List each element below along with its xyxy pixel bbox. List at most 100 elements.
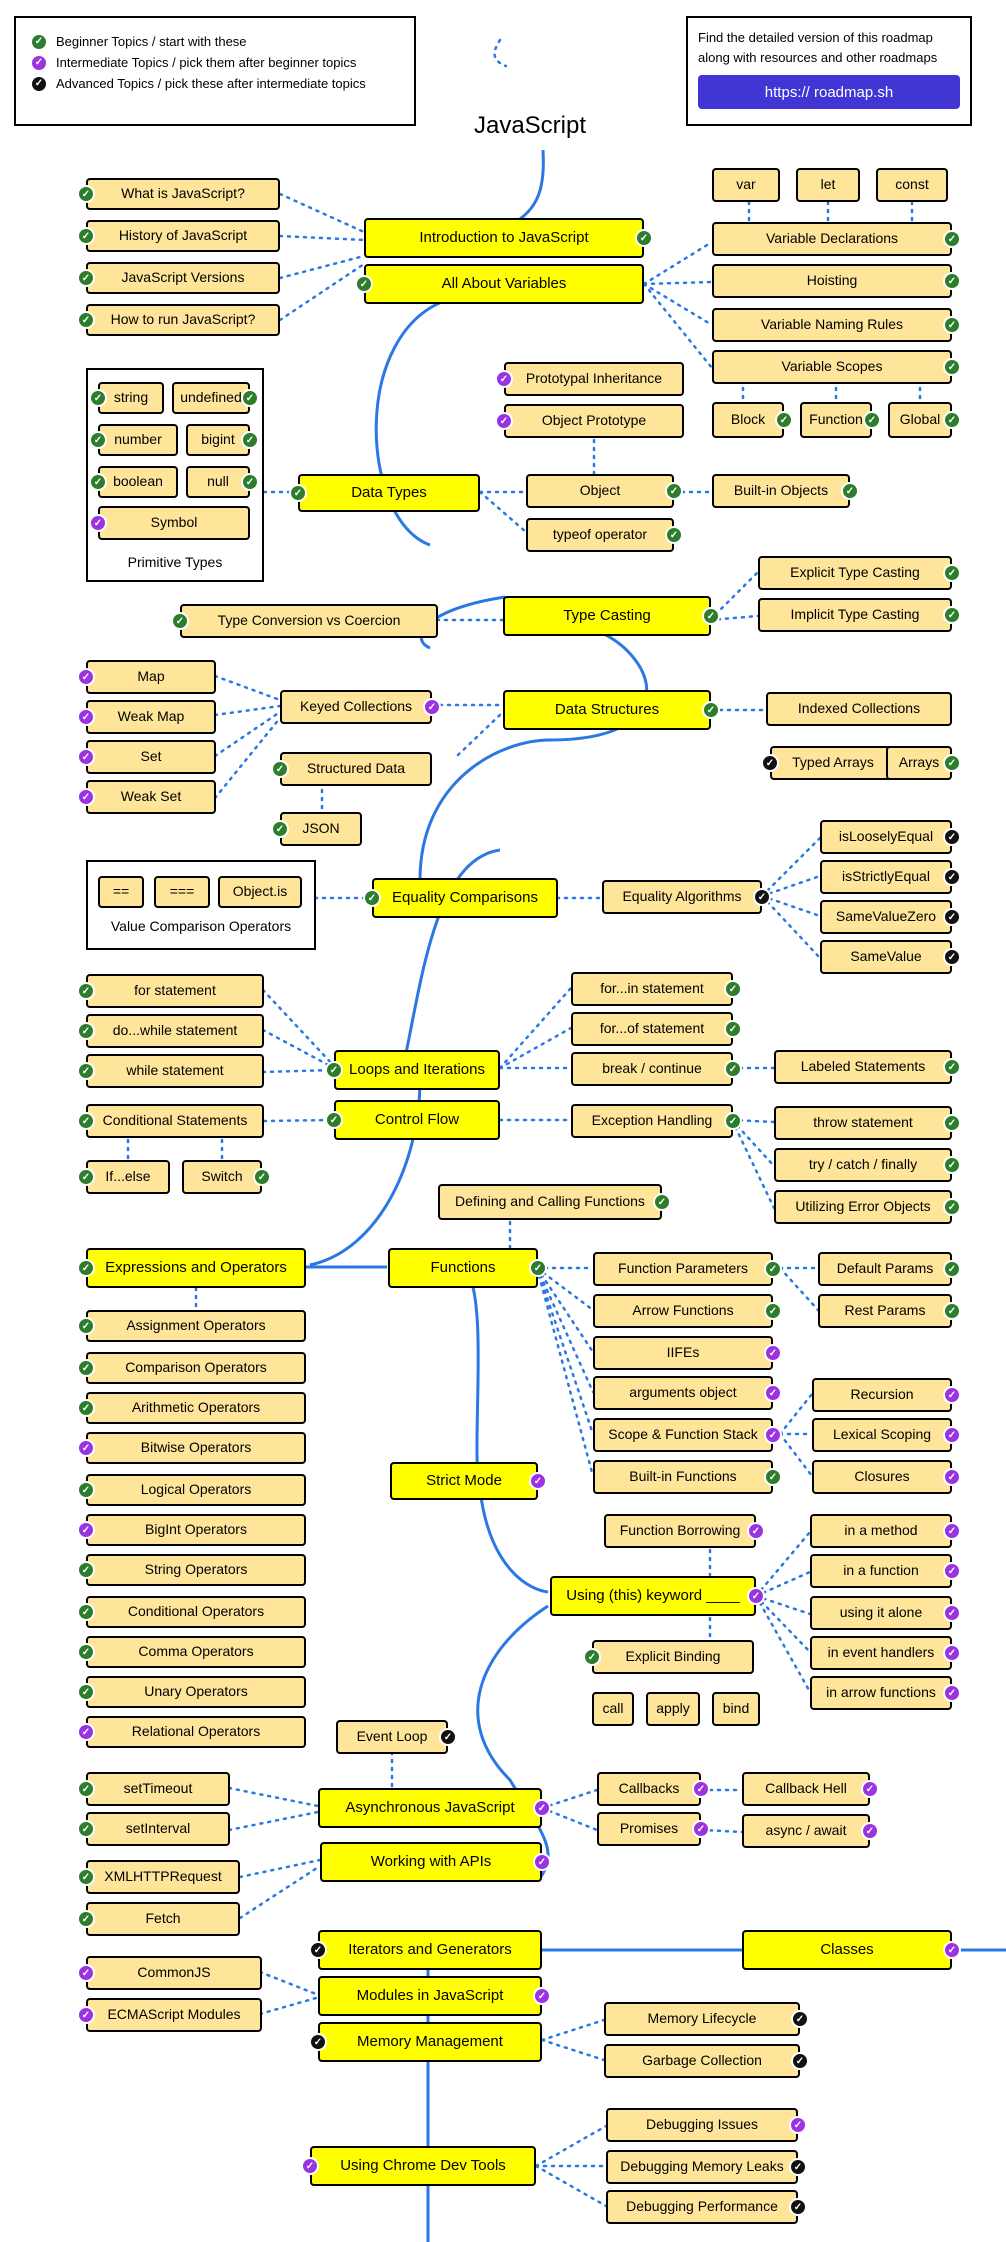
topic-builtin-functions[interactable]: Built-in Functions	[593, 1460, 773, 1494]
topic-for-of[interactable]: for...of statement	[571, 1012, 733, 1046]
topic-modules[interactable]: Modules in JavaScript	[318, 1976, 542, 2016]
topic-let[interactable]: let	[796, 168, 860, 202]
topic-break-continue[interactable]: break / continue	[571, 1052, 733, 1086]
topic-structured-data[interactable]: Structured Data	[280, 752, 432, 786]
topic-in-method[interactable]: in a method	[810, 1514, 952, 1548]
topic-defining-functions[interactable]: Defining and Calling Functions	[438, 1184, 662, 1220]
topic-callbacks[interactable]: Callbacks	[597, 1772, 701, 1806]
topic-ecmascript-modules[interactable]: ECMAScript Modules	[86, 1998, 262, 2032]
topic-event-loop[interactable]: Event Loop	[336, 1720, 448, 1754]
topic-undefined[interactable]: undefined	[172, 382, 250, 414]
topic-var-scopes[interactable]: Variable Scopes	[712, 350, 952, 384]
topic-comma-ops[interactable]: Comma Operators	[86, 1636, 306, 1668]
roadmap-link-button[interactable]: https:// roadmap.sh	[698, 75, 960, 109]
topic-for-statement[interactable]: for statement	[86, 974, 264, 1008]
topic-for-in[interactable]: for...in statement	[571, 972, 733, 1006]
topic-try-catch[interactable]: try / catch / finally	[774, 1148, 952, 1182]
topic-arrays[interactable]: Arrays	[886, 746, 952, 780]
topic-var[interactable]: var	[712, 168, 780, 202]
topic-json[interactable]: JSON	[280, 812, 362, 846]
topic-debugging-memory-leaks[interactable]: Debugging Memory Leaks	[606, 2150, 798, 2184]
topic-explicit-casting[interactable]: Explicit Type Casting	[758, 556, 952, 590]
topic-js-versions[interactable]: JavaScript Versions	[86, 262, 280, 294]
topic-control-flow[interactable]: Control Flow	[334, 1100, 500, 1140]
topic-relational-ops[interactable]: Relational Operators	[86, 1716, 306, 1748]
topic-exception-handling[interactable]: Exception Handling	[571, 1104, 733, 1138]
topic-eq-op2[interactable]: ===	[154, 876, 210, 908]
topic-iterators-generators[interactable]: Iterators and Generators	[318, 1930, 542, 1970]
topic-event-handlers[interactable]: in event handlers	[810, 1636, 952, 1670]
topic-default-params[interactable]: Default Params	[818, 1252, 952, 1286]
topic-assignment-ops[interactable]: Assignment Operators	[86, 1310, 306, 1342]
topic-promises[interactable]: Promises	[597, 1812, 701, 1846]
topic-object-prototype[interactable]: Object Prototype	[504, 404, 684, 438]
topic-how-to-run[interactable]: How to run JavaScript?	[86, 304, 280, 336]
topic-data-structures[interactable]: Data Structures	[503, 690, 711, 730]
topic-indexed-collections[interactable]: Indexed Collections	[766, 692, 952, 726]
topic-loops[interactable]: Loops and Iterations	[334, 1050, 500, 1090]
topic-number[interactable]: number	[98, 424, 178, 456]
topic-iifes[interactable]: IIFEs	[593, 1336, 773, 1370]
topic-arrow-functions[interactable]: Arrow Functions	[593, 1294, 773, 1328]
topic-block[interactable]: Block	[712, 402, 784, 438]
topic-async-js[interactable]: Asynchronous JavaScript	[318, 1788, 542, 1828]
topic-while-statement[interactable]: while statement	[86, 1054, 264, 1088]
topic-arrow-this[interactable]: in arrow functions	[810, 1676, 952, 1710]
topic-arguments-object[interactable]: arguments object	[593, 1376, 773, 1410]
topic-bigint[interactable]: bigint	[186, 424, 250, 456]
topic-is-strictly-equal[interactable]: isStrictlyEqual	[820, 860, 952, 894]
topic-null[interactable]: null	[186, 466, 250, 498]
topic-implicit-casting[interactable]: Implicit Type Casting	[758, 598, 952, 632]
topic-if-else[interactable]: If...else	[86, 1160, 170, 1194]
topic-lexical-scoping[interactable]: Lexical Scoping	[812, 1418, 952, 1452]
topic-global[interactable]: Global	[888, 402, 952, 438]
topic-bigint-ops[interactable]: BigInt Operators	[86, 1514, 306, 1546]
topic-data-types[interactable]: Data Types	[298, 474, 480, 512]
topic-variables[interactable]: All About Variables	[364, 264, 644, 304]
topic-weak-map[interactable]: Weak Map	[86, 700, 216, 734]
topic-explicit-binding[interactable]: Explicit Binding	[592, 1640, 754, 1674]
topic-builtin-objects[interactable]: Built-in Objects	[712, 474, 850, 508]
topic-keyed-collections[interactable]: Keyed Collections	[280, 690, 432, 724]
topic-type-casting[interactable]: Type Casting	[503, 596, 711, 636]
topic-set-timeout[interactable]: setTimeout	[86, 1772, 230, 1806]
topic-function-parameters[interactable]: Function Parameters	[593, 1252, 773, 1286]
topic-arithmetic-ops[interactable]: Arithmetic Operators	[86, 1392, 306, 1424]
topic-string-ops[interactable]: String Operators	[86, 1554, 306, 1586]
topic-var-naming[interactable]: Variable Naming Rules	[712, 308, 952, 342]
topic-xhr[interactable]: XMLHTTPRequest	[86, 1860, 240, 1894]
topic-function-borrowing[interactable]: Function Borrowing	[604, 1514, 756, 1548]
topic-commonjs[interactable]: CommonJS	[86, 1956, 262, 1990]
topic-functions[interactable]: Functions	[388, 1248, 538, 1288]
topic-recursion[interactable]: Recursion	[812, 1378, 952, 1412]
topic-typeof[interactable]: typeof operator	[526, 518, 674, 552]
topic-hoisting[interactable]: Hoisting	[712, 264, 952, 298]
topic-bitwise-ops[interactable]: Bitwise Operators	[86, 1432, 306, 1464]
topic-memory-management[interactable]: Memory Management	[318, 2022, 542, 2062]
topic-fetch[interactable]: Fetch	[86, 1902, 240, 1936]
topic-object[interactable]: Object	[526, 474, 674, 508]
topic-set[interactable]: Set	[86, 740, 216, 774]
topic-equality-comparisons[interactable]: Equality Comparisons	[372, 878, 558, 918]
topic-comparison-ops[interactable]: Comparison Operators	[86, 1352, 306, 1384]
topic-this-keyword[interactable]: Using (this) keyword ____	[550, 1576, 756, 1616]
topic-type-conversion[interactable]: Type Conversion vs Coercion	[180, 604, 438, 638]
topic-scope-stack[interactable]: Scope & Function Stack	[593, 1418, 773, 1452]
topic-logical-ops[interactable]: Logical Operators	[86, 1474, 306, 1506]
topic-typed-arrays[interactable]: Typed Arrays	[770, 746, 896, 780]
topic-chrome-devtools[interactable]: Using Chrome Dev Tools	[310, 2146, 536, 2186]
topic-rest-params[interactable]: Rest Params	[818, 1294, 952, 1328]
topic-same-value[interactable]: SameValue	[820, 940, 952, 974]
topic-closures[interactable]: Closures	[812, 1460, 952, 1494]
topic-conditional-ops[interactable]: Conditional Operators	[86, 1596, 306, 1628]
topic-callback-hell[interactable]: Callback Hell	[742, 1772, 870, 1806]
topic-garbage-collection[interactable]: Garbage Collection	[604, 2044, 800, 2078]
topic-classes[interactable]: Classes	[742, 1930, 952, 1970]
topic-bind[interactable]: bind	[712, 1692, 760, 1726]
topic-what-is-js[interactable]: What is JavaScript?	[86, 178, 280, 210]
topic-debugging-issues[interactable]: Debugging Issues	[606, 2108, 798, 2142]
topic-apply[interactable]: apply	[646, 1692, 700, 1726]
topic-proto-inheritance[interactable]: Prototypal Inheritance	[504, 362, 684, 396]
topic-unary-ops[interactable]: Unary Operators	[86, 1676, 306, 1708]
topic-intro[interactable]: Introduction to JavaScript	[364, 218, 644, 258]
